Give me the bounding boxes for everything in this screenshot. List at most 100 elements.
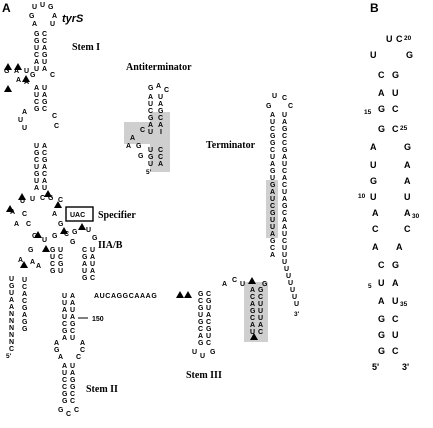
svg-text:A: A <box>42 143 47 150</box>
svg-text:U: U <box>40 2 45 9</box>
svg-text:A: A <box>14 68 19 75</box>
svg-text:A: A <box>250 287 255 294</box>
pos-30: 30 <box>412 213 420 220</box>
svg-text:C: C <box>378 260 385 270</box>
svg-text:U: U <box>62 293 67 300</box>
svg-text:C: C <box>64 231 69 238</box>
svg-text:G: G <box>29 13 35 20</box>
svg-text:A: A <box>90 254 95 261</box>
svg-text:A: A <box>198 333 203 340</box>
svg-text:U: U <box>198 312 203 319</box>
svg-text:C: C <box>40 195 45 202</box>
svg-text:A: A <box>396 242 403 252</box>
svg-text:U: U <box>378 278 385 288</box>
svg-text:C: C <box>22 211 27 218</box>
svg-text:C: C <box>282 238 287 245</box>
svg-text:G: G <box>250 308 256 315</box>
svg-text:G: G <box>42 52 48 59</box>
svg-text:G: G <box>82 254 88 261</box>
svg-text:G: G <box>22 305 28 312</box>
svg-text:G: G <box>158 108 164 115</box>
svg-text:U: U <box>148 101 153 108</box>
specifier-codon-box <box>65 206 94 222</box>
svg-text:C: C <box>258 294 263 301</box>
svg-text:U: U <box>270 224 275 231</box>
svg-text:C: C <box>58 254 63 261</box>
svg-text:A: A <box>22 109 27 116</box>
svg-text:U: U <box>192 349 197 356</box>
svg-text:G: G <box>70 239 76 246</box>
svg-text:C: C <box>62 321 67 328</box>
svg-text:G: G <box>72 229 78 236</box>
svg-text:G: G <box>28 247 34 254</box>
svg-text:U: U <box>34 143 39 150</box>
svg-text:C: C <box>198 298 203 305</box>
svg-text:U: U <box>50 21 55 28</box>
svg-text:C: C <box>52 113 57 120</box>
panel-a-label: A <box>2 1 11 15</box>
svg-text:A: A <box>148 122 153 129</box>
svg-text:G: G <box>70 384 76 391</box>
svg-text:C: C <box>158 115 163 122</box>
stem-iii-label: Stem III <box>186 370 222 381</box>
svg-text:A: A <box>282 196 287 203</box>
svg-text:U: U <box>90 247 95 254</box>
svg-text:C: C <box>206 340 211 347</box>
svg-text:U: U <box>148 161 153 168</box>
svg-text:U: U <box>148 129 153 136</box>
svg-text:A: A <box>404 176 411 186</box>
svg-text:A: A <box>70 370 75 377</box>
svg-text:U: U <box>404 192 411 202</box>
linker-sequence: AUCAGGCAAAG <box>94 293 157 300</box>
svg-text:G: G <box>270 210 276 217</box>
panel-b-five-prime: 5' <box>372 362 379 372</box>
svg-text:A: A <box>54 340 59 347</box>
svg-text:C: C <box>282 140 287 147</box>
svg-text:U: U <box>42 237 47 244</box>
svg-text:A: A <box>42 45 47 52</box>
svg-text:U: U <box>392 330 399 340</box>
svg-text:G: G <box>22 326 28 333</box>
svg-text:G: G <box>282 147 288 154</box>
svg-text:G: G <box>378 346 385 356</box>
svg-text:C: C <box>250 294 255 301</box>
svg-text:C: C <box>74 407 79 414</box>
pos-35: 35 <box>400 301 408 308</box>
svg-text:A: A <box>36 263 41 270</box>
svg-text:A: A <box>258 322 263 329</box>
svg-text:G: G <box>50 247 56 254</box>
svg-text:A: A <box>158 122 163 129</box>
position-150: 150 <box>92 316 104 323</box>
svg-text:U: U <box>270 217 275 224</box>
svg-text:A: A <box>32 21 37 28</box>
svg-text:G: G <box>378 104 385 114</box>
svg-text:U: U <box>258 301 263 308</box>
svg-text:C: C <box>372 224 379 234</box>
svg-text:C: C <box>396 34 403 44</box>
leader-column: U A A N N N N N C G U U C A C G A G G <box>9 276 28 353</box>
svg-text:C: C <box>288 103 293 110</box>
svg-text:U: U <box>370 50 377 60</box>
panel-b-positions: 20 15 25 10 30 5 35 <box>358 35 420 308</box>
svg-text:G: G <box>70 321 76 328</box>
svg-text:C: C <box>392 346 399 356</box>
svg-text:G: G <box>406 50 413 60</box>
svg-text:A: A <box>378 88 385 98</box>
svg-text:A: A <box>30 259 35 266</box>
svg-text:C: C <box>82 247 87 254</box>
svg-text:C: C <box>258 329 263 336</box>
svg-text:C: C <box>158 154 163 161</box>
svg-text:U: U <box>58 247 63 254</box>
svg-text:A: A <box>80 340 85 347</box>
svg-text:C: C <box>54 123 59 130</box>
svg-text:C: C <box>50 261 55 268</box>
svg-text:G: G <box>206 298 212 305</box>
svg-text:C: C <box>42 171 47 178</box>
svg-text:G: G <box>30 72 36 79</box>
svg-text:A: A <box>70 293 75 300</box>
svg-text:C: C <box>58 197 63 204</box>
svg-text:U: U <box>258 315 263 322</box>
